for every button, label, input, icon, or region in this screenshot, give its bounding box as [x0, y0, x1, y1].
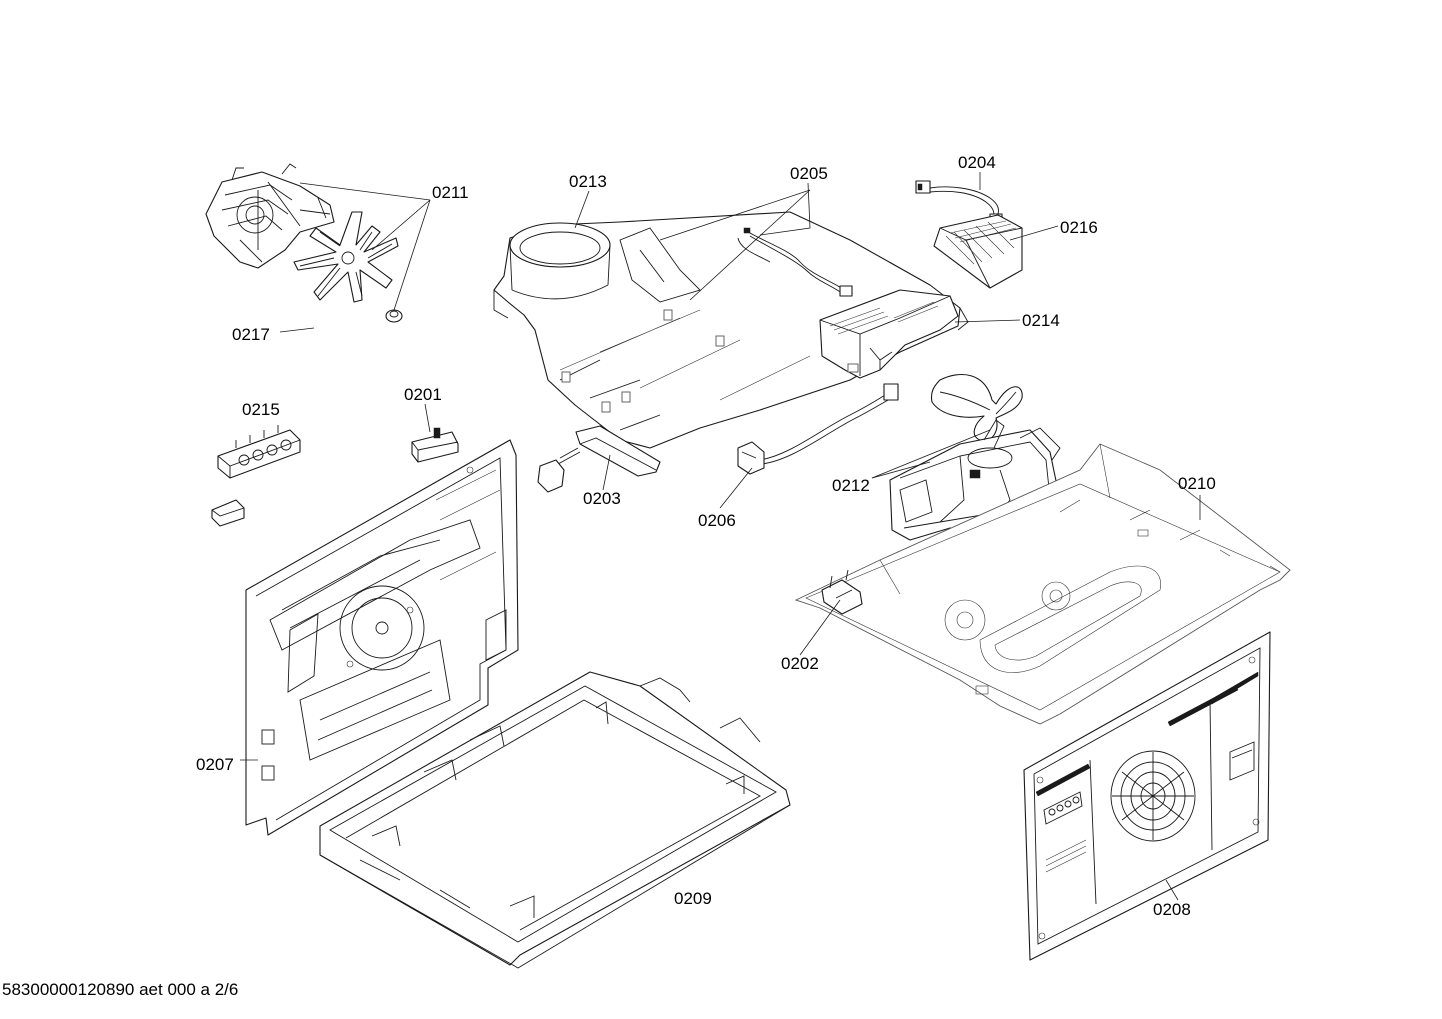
front-panel-0208 — [1023, 631, 1271, 961]
label-0205: 0205 — [790, 164, 828, 183]
terminal-0201 — [411, 427, 459, 463]
label-0208: 0208 — [1153, 900, 1191, 919]
label-0209: 0209 — [674, 889, 712, 908]
heatsink-module — [933, 214, 1023, 289]
top-plate-0210 — [794, 443, 1291, 725]
label-0201: 0201 — [404, 385, 442, 404]
document-id: 58300000120890 aet 000 a 2/6 — [2, 980, 239, 999]
fan-motor-assembly — [205, 163, 403, 323]
label-0206: 0206 — [698, 511, 736, 530]
label-0203: 0203 — [583, 489, 621, 508]
sensor-bracket-0203 — [537, 425, 661, 493]
label-0204: 0204 — [958, 153, 996, 172]
label-0210: 0210 — [1178, 474, 1216, 493]
leader-lines — [240, 172, 1201, 901]
label-0217: 0217 — [232, 325, 270, 344]
relay-board-0214 — [819, 289, 959, 379]
base-tray-0209 — [319, 671, 791, 969]
wiring-harness-0205 — [737, 227, 853, 297]
label-0215: 0215 — [242, 400, 280, 419]
label-0211: 0211 — [432, 183, 469, 202]
terminal-block-0215 — [211, 425, 301, 527]
label-0214: 0214 — [1022, 311, 1060, 330]
label-0207: 0207 — [196, 755, 234, 774]
part-labels: 0211 0213 0205 0204 0216 0214 0217 0215 … — [196, 153, 1216, 919]
cable-0206 — [737, 383, 899, 475]
rear-panel-0207 — [245, 439, 519, 836]
label-0212: 0212 — [832, 476, 870, 495]
duct-frame — [493, 211, 969, 449]
label-0216: 0216 — [1060, 218, 1098, 237]
label-0202: 0202 — [781, 654, 819, 673]
label-0213: 0213 — [569, 172, 607, 191]
